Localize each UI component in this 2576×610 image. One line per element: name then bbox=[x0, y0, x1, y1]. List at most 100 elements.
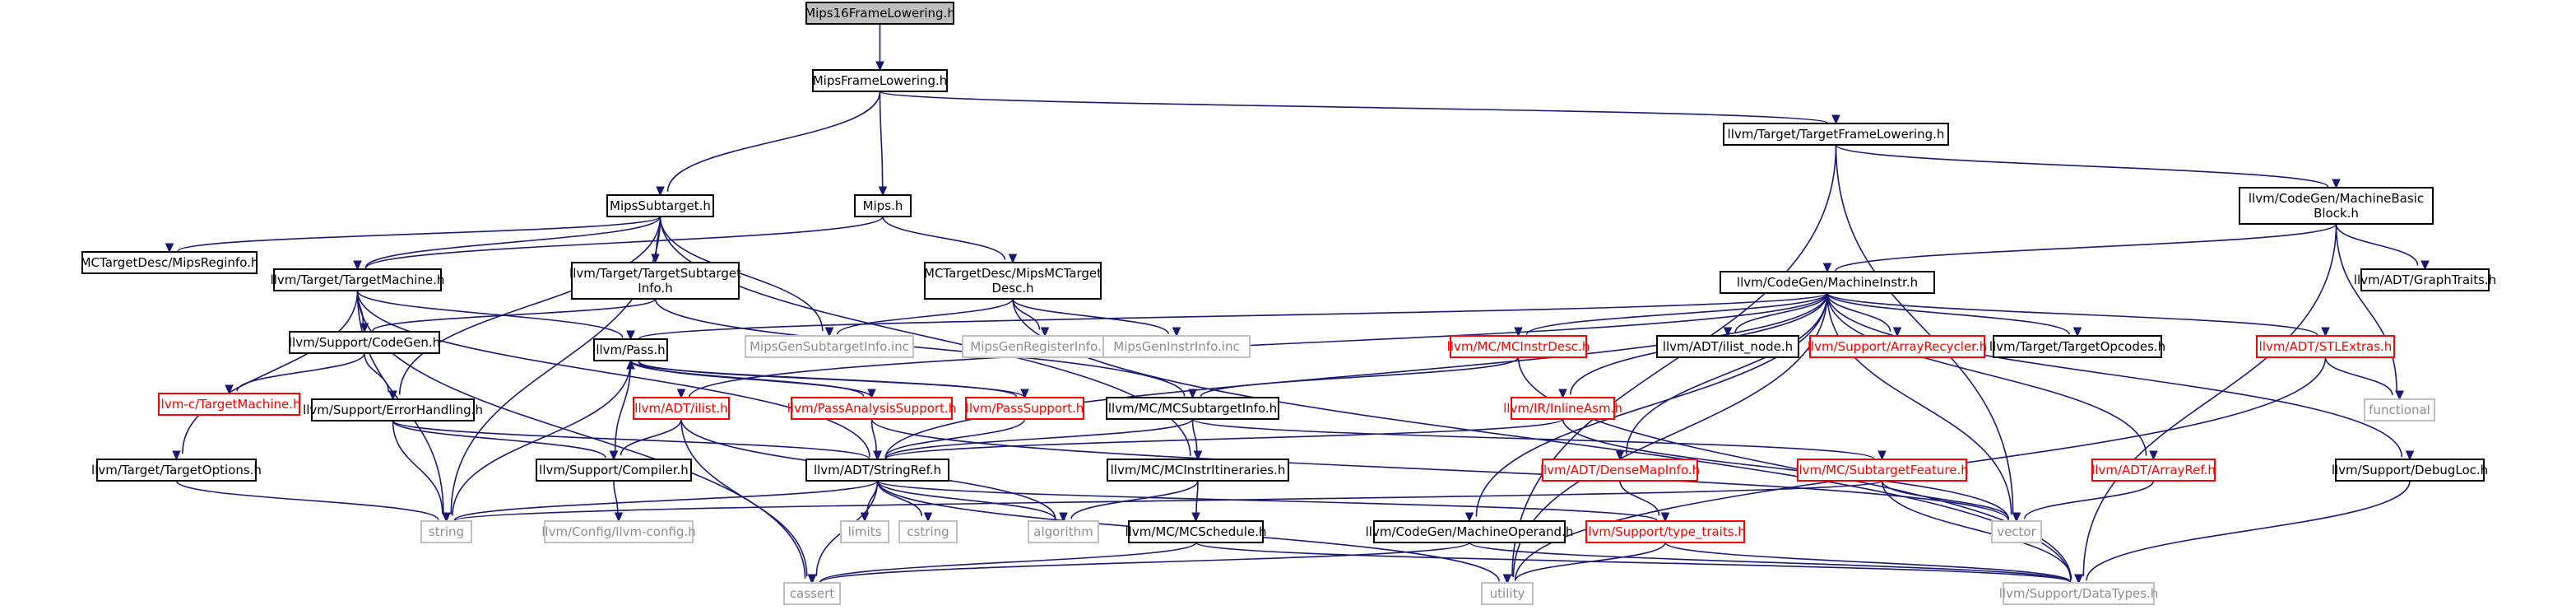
node-label: llvm/ADT/ilist.h bbox=[634, 401, 727, 416]
edge-n10-n19 bbox=[1826, 292, 1902, 338]
edge-n36-n46 bbox=[2012, 480, 2155, 523]
edge-n5-n49 bbox=[2074, 223, 2337, 584]
node-label: MipsGenRegisterInfo.inc bbox=[970, 339, 1119, 354]
node-label: llvm/Target/TargetFrameLowering.h bbox=[1728, 127, 1945, 142]
node-label: llvm-c/TargetMachine.h bbox=[157, 397, 300, 412]
node-llvm-adt-ilist-node-h[interactable]: llvm/ADT/ilist_node.h bbox=[1656, 335, 1799, 358]
node-algorithm: algorithm bbox=[1028, 520, 1099, 543]
node-llvm-adt-graphtraits-h[interactable]: llvm/ADT/GraphTraits.h bbox=[2354, 268, 2496, 291]
node-box bbox=[1106, 397, 1279, 420]
edge-n10-n21 bbox=[1826, 292, 2330, 338]
node-llvm-adt-ilist-h[interactable]: llvm/ADT/ilist.h bbox=[633, 397, 730, 420]
edge-n30-n38 bbox=[175, 480, 451, 523]
node-box bbox=[1723, 123, 1949, 146]
edge-n28-n32 bbox=[873, 418, 1564, 461]
edge-n32-n45 bbox=[876, 480, 1670, 523]
node-llvm-passsupport-h[interactable]: llvm/PassSupport.h bbox=[965, 397, 1084, 420]
node-label: llvm/Support/ErrorHandling.h bbox=[303, 403, 483, 417]
node-box bbox=[1373, 520, 1566, 543]
node-llvm-target-targetmachine-h[interactable]: llvm/Target/TargetMachine.h bbox=[271, 268, 445, 291]
node-mips-h[interactable]: Mips.h bbox=[854, 194, 912, 217]
node-llvm-target-targetframelowering-h[interactable]: llvm/Target/TargetFrameLowering.h bbox=[1723, 123, 1949, 146]
node-llvm-support-codegen-h[interactable]: llvm/Support/CodeGen.h bbox=[289, 331, 440, 354]
node-label: cstring bbox=[907, 524, 949, 539]
node-label: llvm/Pass.h bbox=[596, 342, 665, 357]
node-llvm-ir-inlineasm-h[interactable]: llvm/IR/InlineAsm.h bbox=[1503, 397, 1622, 420]
node-box bbox=[1481, 582, 1534, 605]
edge-n10-n36 bbox=[1826, 292, 2158, 461]
node-label: llvm/ADT/StringRef.h bbox=[814, 463, 941, 477]
node-llvm-adt-densemapinfo-h[interactable]: llvm/ADT/DenseMapInfo.h bbox=[1540, 459, 1700, 482]
node-llvm-pass-h[interactable]: llvm/Pass.h bbox=[593, 338, 668, 361]
node-label: Block.h bbox=[2314, 206, 2359, 221]
node-llvm-passanalysissupport-h[interactable]: llvm/PassAnalysisSupport.h bbox=[787, 397, 956, 420]
node-box bbox=[783, 582, 841, 605]
node-string: string bbox=[420, 520, 472, 543]
edge-n10-n34 bbox=[1615, 292, 1828, 461]
node-utility: utility bbox=[1481, 582, 1534, 605]
node-llvm-support-compiler-h[interactable]: llvm/Support/Compiler.h bbox=[536, 459, 692, 482]
node-box bbox=[536, 459, 692, 482]
node-box bbox=[2360, 268, 2490, 291]
node-llvm-adt-arrayref-h[interactable]: llvm/ADT/ArrayRef.h bbox=[2091, 459, 2216, 482]
node-label: Desc.h bbox=[991, 281, 1033, 296]
node-llvm-support-errorhandling-h[interactable]: llvm/Support/ErrorHandling.h bbox=[303, 398, 483, 421]
node-llvm-mc-mcschedule-h[interactable]: llvm/MC/MCSchedule.h bbox=[1126, 520, 1267, 543]
node-llvm-adt-stringref-h[interactable]: llvm/ADT/StringRef.h bbox=[805, 459, 949, 482]
edge-n10-n18 bbox=[1723, 292, 1828, 338]
edge-n21-n29 bbox=[2324, 356, 2404, 401]
node-llvm-support-type-traits-h[interactable]: llvm/Support/type_traits.h bbox=[1585, 520, 1746, 543]
node-box bbox=[420, 520, 472, 543]
node-label: llvm/PassSupport.h bbox=[966, 401, 1084, 416]
edge-n1-n4 bbox=[878, 91, 888, 197]
edge-n31-n39 bbox=[613, 480, 624, 523]
edge-n37-n49 bbox=[2074, 480, 2411, 584]
node-llvm-support-arrayrecycler-h[interactable]: llvm/Support/ArrayRecycler.h bbox=[1808, 335, 1987, 358]
node-box bbox=[289, 331, 440, 354]
node-llvm-target-targetopcodes-h[interactable]: llvm/Target/TargetOpcodes.h bbox=[1989, 335, 2165, 358]
edge-n3-n6 bbox=[165, 216, 661, 254]
node-llvm-mc-mcinstrdesc-h[interactable]: llvm/MC/MCInstrDesc.h bbox=[1447, 335, 1590, 358]
node-llvm-codegen-machineoperand-h[interactable]: llvm/CodeGen/MachineOperand.h bbox=[1366, 520, 1574, 543]
edge-n2-n5 bbox=[1835, 144, 2341, 189]
node-llvm-mc-mcinstritineraries-h[interactable]: llvm/MC/MCInstrItineraries.h bbox=[1107, 459, 1289, 482]
edge-n1-n2 bbox=[879, 91, 1840, 125]
node-box bbox=[2335, 459, 2485, 482]
node-llvm-mc-mcsubtargetinfo-h[interactable]: llvm/MC/MCSubtargetInfo.h bbox=[1106, 397, 1279, 420]
node-label: llvm/MC/MCInstrItineraries.h bbox=[1111, 463, 1286, 477]
node-mipsframelowering-h[interactable]: MipsFrameLowering.h bbox=[812, 69, 948, 92]
node-llvm-adt-stlextras-h[interactable]: llvm/ADT/STLExtras.h bbox=[2256, 335, 2395, 358]
node-label: algorithm bbox=[1033, 524, 1093, 539]
node-box bbox=[96, 459, 257, 482]
node-label: llvm/Target/TargetSubtarget bbox=[569, 266, 741, 281]
edge-n8-n12 bbox=[360, 298, 657, 333]
node-mipssubtarget-h[interactable]: MipsSubtarget.h bbox=[606, 194, 714, 217]
node-box bbox=[1450, 335, 1587, 358]
edge-n9-n16 bbox=[1012, 298, 1181, 338]
node-label: llvm/CodeGen/MachineBasic bbox=[2249, 191, 2424, 206]
node-box bbox=[898, 520, 958, 543]
node-box bbox=[791, 397, 953, 420]
edge-n35-n38 bbox=[442, 480, 1883, 523]
node-box bbox=[1656, 335, 1799, 358]
edge-n32-n41 bbox=[876, 480, 933, 523]
node-llvm-mc-subtargetfeature-h[interactable]: llvm/MC/SubtargetFeature.h bbox=[1795, 459, 1969, 482]
node-llvm-c-targetmachine-h[interactable]: llvm-c/TargetMachine.h bbox=[157, 393, 301, 416]
node-llvm-support-debugloc-h[interactable]: llvm/Support/DebugLoc.h bbox=[2332, 459, 2488, 482]
edge-n7-n30 bbox=[172, 290, 359, 461]
node-cstring: cstring bbox=[898, 520, 958, 543]
node-box bbox=[273, 268, 442, 291]
node-mctargetdesc-mipsreginfo-h[interactable]: MCTargetDesc/MipsReginfo.h bbox=[81, 251, 259, 274]
node-llvm-target-targetoptions-h[interactable]: llvm/Target/TargetOptions.h bbox=[91, 459, 262, 482]
edges-layer bbox=[165, 23, 2430, 584]
edge-n44-n49 bbox=[1469, 542, 2083, 584]
node-box bbox=[1720, 271, 1935, 294]
node-llvm-codegen-machineinstr-h[interactable]: llvm/CodeGen/MachineInstr.h bbox=[1720, 271, 1935, 294]
node-mips16framelowering-h[interactable]: Mips16FrameLowering.h bbox=[805, 2, 955, 25]
edge-n33-n43 bbox=[1191, 480, 1200, 523]
node-label: MipsSubtarget.h bbox=[610, 198, 711, 213]
